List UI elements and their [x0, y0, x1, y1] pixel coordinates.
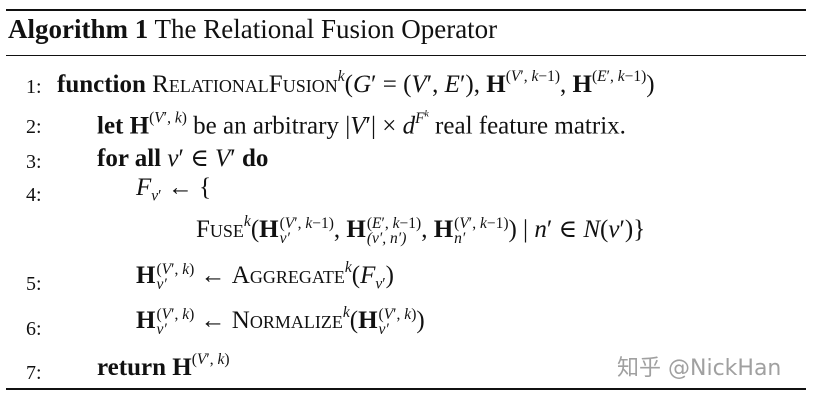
line-number-5: 5: — [26, 273, 42, 295]
line-number-7: 7: — [26, 362, 42, 384]
function-name: RelationalFusion — [152, 70, 338, 98]
algorithm-line-7: return H(V′, k) — [97, 351, 230, 381]
algorithm-caption: Algorithm 1 The Relational Fusion Operat… — [8, 14, 497, 45]
algorithm-title: The Relational Fusion Operator — [154, 14, 498, 44]
keyword-for-all: for all — [97, 145, 162, 172]
top-rule — [6, 9, 806, 11]
aggregate-name: Aggregate — [231, 261, 345, 289]
bottom-rule — [6, 388, 806, 390]
text-real-feature-matrix: real feature matrix. — [435, 112, 626, 140]
fuse-name: Fuse — [196, 215, 244, 243]
algorithm-line-4-continuation: Fusek(H(V′, k−1)v′, H(E′, k−1)(v′, n′), … — [196, 213, 646, 248]
line-number-3: 3: — [26, 151, 42, 173]
line-number-2: 2: — [26, 116, 42, 138]
line-number-4: 4: — [26, 184, 42, 206]
algorithm-line-4: Fv′ ← { — [136, 174, 212, 205]
keyword-do: do — [241, 145, 269, 172]
normalize-name: Normalize — [231, 306, 343, 334]
algorithm-line-5: H(V′, k)v′ ← Aggregatek(Fv′) — [136, 259, 394, 294]
keyword-let: let — [97, 112, 124, 140]
line-number-1: 1: — [26, 76, 42, 98]
text-be-arbitrary: be an arbitrary — [193, 112, 339, 140]
keyword-function: function — [57, 70, 146, 98]
keyword-return: return — [97, 353, 166, 381]
line-number-6: 6: — [26, 318, 42, 340]
algorithm-line-3: for all v′ ∈ V′ do — [97, 145, 269, 172]
header-rule — [6, 55, 806, 56]
algorithm-line-1: function RelationalFusionk(G′ = (V′, E′)… — [57, 68, 655, 98]
watermark: 知乎 @NickHan — [617, 356, 782, 381]
algorithm-label: Algorithm 1 — [8, 14, 149, 44]
algorithm-line-2: let H(V′, k) be an arbitrary |V′| × dFk … — [97, 108, 626, 140]
algorithm-line-6: H(V′, k)v′ ← Normalizek(H(V′, k)v′) — [136, 304, 425, 339]
